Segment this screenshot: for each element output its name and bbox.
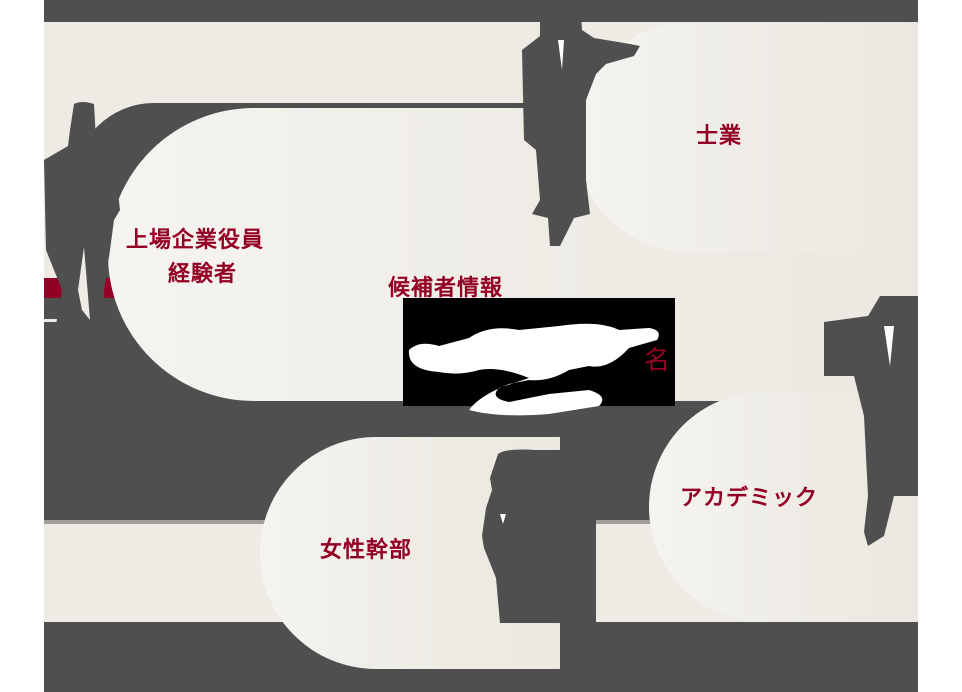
female-executive-label: 女性幹部 — [320, 538, 413, 563]
professional-label: 士業 — [696, 124, 743, 149]
executive-label-line1: 上場企業役員 — [126, 228, 265, 253]
executive-label-line2: 経験者 — [168, 262, 238, 287]
redaction-scribble — [408, 323, 659, 416]
academic-label: アカデミック — [680, 486, 819, 511]
count-unit: 名 — [644, 346, 672, 376]
businessman-presenting-figure — [522, 0, 640, 246]
woman-executive-figure — [482, 449, 596, 623]
businessman-arms-crossed-figure — [44, 102, 120, 348]
diagram-canvas: 候補者情報 名 上場企業役員 経験者 士業 女性幹部 アカデミック — [44, 0, 918, 692]
left-thin-line — [44, 319, 59, 322]
professional-pill[interactable] — [575, 22, 918, 252]
businessman-academic-figure — [824, 296, 918, 546]
center-heading: 候補者情報 — [388, 276, 504, 301]
